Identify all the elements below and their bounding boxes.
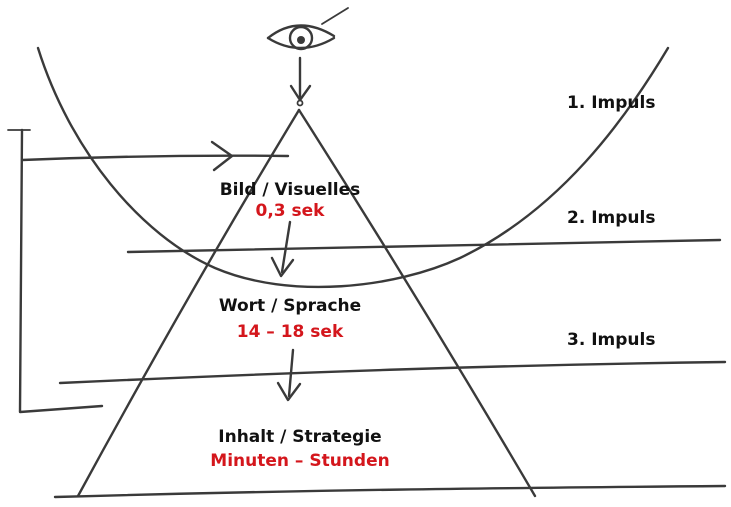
eye-to-apex-arrow (289, 56, 312, 107)
feedback-bracket (18, 128, 104, 414)
level-line-3 (58, 360, 727, 385)
stage-content-time: Minuten – Stunden (210, 451, 390, 471)
level-line-1-arrowhead (210, 140, 234, 172)
impulse-2-label: 2. Impuls (567, 208, 656, 228)
level-line-4 (53, 484, 727, 499)
eye-icon (266, 7, 349, 51)
impulse-3-label: 3. Impuls (567, 330, 656, 350)
stage-visual-time: 0,3 sek (255, 201, 325, 221)
pyramid-left-side (76, 108, 301, 498)
pyramid-right-side (297, 108, 537, 498)
stage-arrow-1 (270, 220, 295, 278)
stage-arrow-2 (276, 348, 302, 402)
stage-verbal-title: Wort / Sprache (218, 296, 362, 316)
level-line-2 (126, 238, 722, 254)
impulse-1-label: 1. Impuls (567, 93, 656, 113)
stage-visual-title: Bild / Visuelles (219, 180, 361, 200)
attention-curve (36, 46, 670, 289)
level-line-1 (20, 154, 290, 162)
stage-verbal-time: 14 – 18 sek (236, 322, 344, 342)
stage-content-title: Inhalt / Strategie (218, 427, 382, 447)
